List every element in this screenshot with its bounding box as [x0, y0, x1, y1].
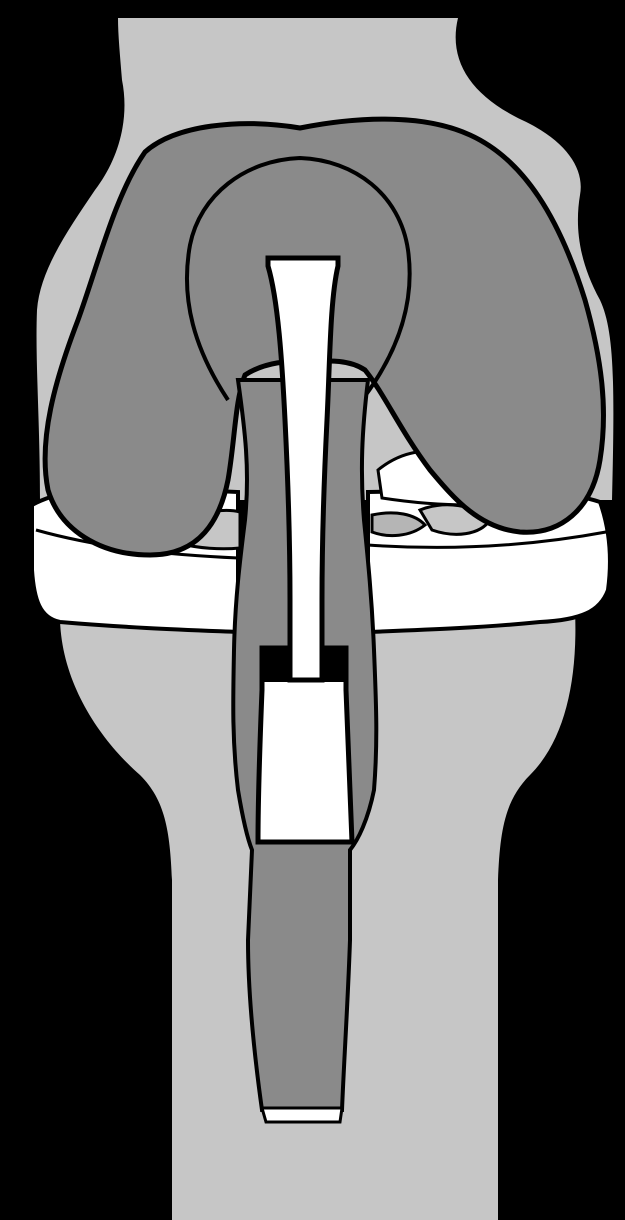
stem-cap-shadow	[262, 648, 290, 682]
stem-cap-shadow	[322, 648, 346, 682]
stem-tip	[262, 1108, 342, 1122]
